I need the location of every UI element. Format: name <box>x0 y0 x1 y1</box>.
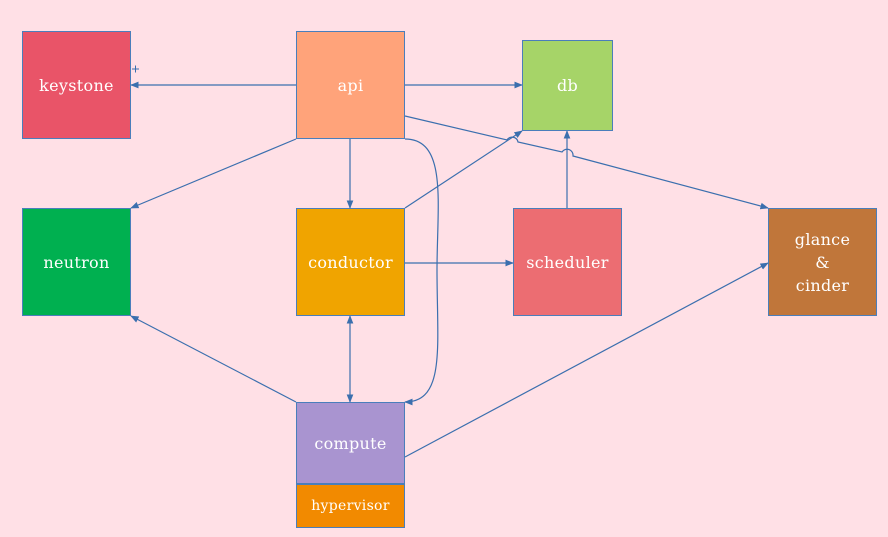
edge-api-compute <box>404 138 439 406</box>
node-api: api <box>296 31 405 139</box>
node-db: db <box>522 40 613 131</box>
edge-conductor-db <box>404 130 523 209</box>
node-keystone: keystone <box>22 31 131 139</box>
edge-api-neutron <box>130 138 297 209</box>
node-hypervisor: hypervisor <box>296 484 405 528</box>
crosshair-icon <box>132 65 139 73</box>
node-glance-cinder: glance & cinder <box>768 208 877 316</box>
edge-compute-neutron <box>130 315 297 403</box>
node-conductor: conductor <box>296 208 405 316</box>
node-neutron: neutron <box>22 208 131 316</box>
node-scheduler: scheduler <box>513 208 622 316</box>
node-compute: compute <box>296 402 405 484</box>
